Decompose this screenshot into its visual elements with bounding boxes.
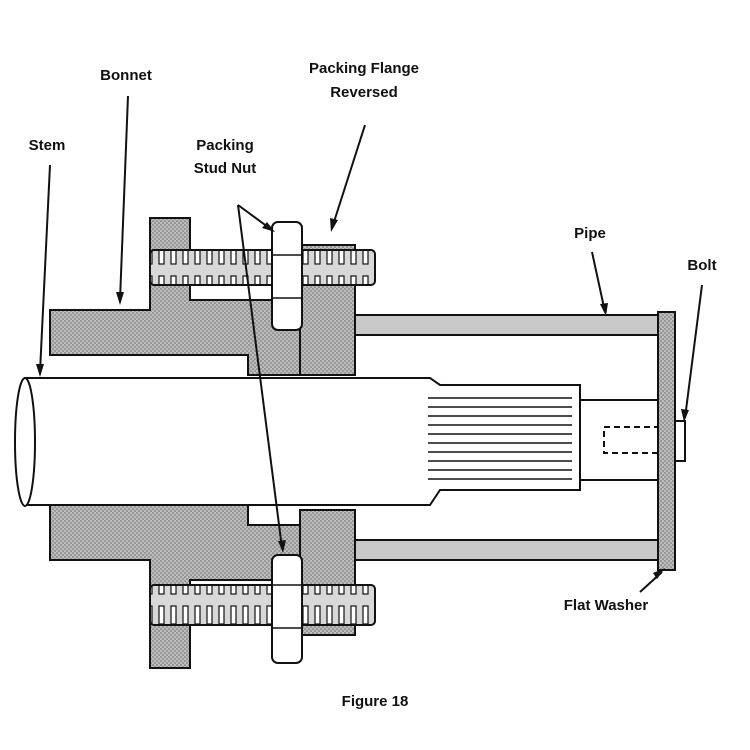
label-packing-flange-1: Packing Flange — [309, 60, 419, 77]
label-flat-washer: Flat Washer — [564, 597, 649, 614]
packing-stud-top — [149, 249, 376, 286]
label-packing-stud-nut-1: Packing — [196, 137, 254, 154]
figure-caption: Figure 18 — [342, 693, 409, 710]
packing-stud-bottom — [149, 584, 376, 626]
stem — [14, 377, 659, 507]
packing-stud-nut-top — [271, 221, 303, 331]
flat-washer — [657, 311, 676, 571]
stem-splines — [428, 397, 572, 480]
bolt — [674, 420, 686, 462]
packing-stud-nut-bottom — [271, 554, 303, 664]
label-packing-flange-2: Reversed — [330, 84, 398, 101]
leader-lines — [36, 95, 703, 593]
label-bolt: Bolt — [687, 257, 716, 274]
label-packing-stud-nut-2: Stud Nut — [194, 160, 256, 177]
label-pipe: Pipe — [574, 225, 606, 242]
label-stem: Stem — [29, 137, 66, 154]
label-bonnet: Bonnet — [100, 67, 152, 84]
